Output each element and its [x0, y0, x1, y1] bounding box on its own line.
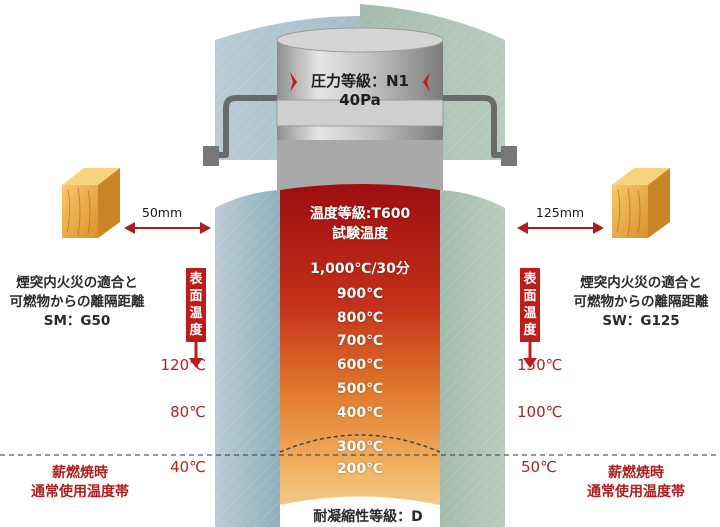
left-caption-line: 煙突内火災の適合と — [16, 275, 138, 291]
test-temperature-label: 試験温度 — [332, 226, 388, 242]
gradient-temp: 800℃ — [336, 310, 384, 326]
gradient-temp: 200℃ — [336, 461, 384, 477]
pressure-right-arrow-icon — [423, 72, 430, 92]
gradient-temp: 600℃ — [336, 357, 384, 373]
gradient-temp: 700℃ — [336, 333, 384, 349]
surface-arrow-right — [523, 342, 537, 368]
lower-section — [215, 184, 505, 527]
right-caption-line: 煙突内火災の適合と — [580, 275, 702, 291]
upper-section — [215, 4, 505, 190]
surface-arrow-left — [189, 342, 203, 368]
pressure-left-arrow-icon — [290, 72, 297, 92]
left-bracket — [212, 95, 277, 158]
wood-block-right-icon — [612, 168, 670, 238]
gradient-temp: 300℃ — [336, 439, 384, 455]
right-band-line: 通常使用温度帯 — [587, 484, 685, 500]
left-surface-temp-label: 表面温度 — [186, 268, 206, 342]
right-caption-line: 可燃物からの離隔距離 — [573, 294, 709, 310]
right-bracket — [443, 95, 508, 158]
left-distance-label: 50mm — [141, 205, 183, 220]
left-surface-temp: 40℃ — [170, 458, 206, 476]
right-bracket-clamp — [501, 146, 517, 166]
right-distance-label: 125mm — [535, 205, 585, 220]
left-bracket-clamp — [203, 146, 219, 166]
left-band-line: 通常使用温度帯 — [31, 484, 129, 500]
pressure-class-label: 圧力等級：N1 — [311, 72, 409, 90]
wood-block-left-icon — [62, 168, 120, 238]
temperature-class-label: 温度等級:T600 — [309, 206, 411, 222]
right-surface-temp: 150℃ — [517, 356, 563, 374]
right-surface-temp-label: 表面温度 — [520, 268, 540, 342]
distance-arrow-left — [124, 222, 211, 234]
right-caption-line: SW：G125 — [602, 313, 680, 329]
right-surface-temp: 100℃ — [517, 403, 563, 421]
left-band-line: 薪燃焼時 — [52, 465, 108, 481]
left-caption-line: SM：G50 — [43, 313, 111, 329]
pressure-value: 40Pa — [339, 91, 381, 109]
left-caption-line: 可燃物からの離隔距離 — [9, 294, 145, 310]
gradient-temp: 1,000℃/30分 — [310, 261, 410, 277]
distance-arrow-right — [517, 222, 604, 234]
left-surface-temp: 80℃ — [170, 403, 206, 421]
right-band-line: 薪燃焼時 — [608, 465, 664, 481]
flue-interior — [280, 184, 440, 527]
left-surface-temp: 120℃ — [160, 356, 206, 374]
flue-bottom-cap — [280, 496, 440, 527]
right-surface-temp: 50℃ — [521, 458, 557, 476]
gradient-temp: 400℃ — [336, 405, 384, 421]
condensation-class-label: 耐凝縮性等級：D — [313, 509, 423, 525]
gradient-temp: 500℃ — [336, 381, 384, 397]
gradient-temp: 900℃ — [336, 286, 384, 302]
